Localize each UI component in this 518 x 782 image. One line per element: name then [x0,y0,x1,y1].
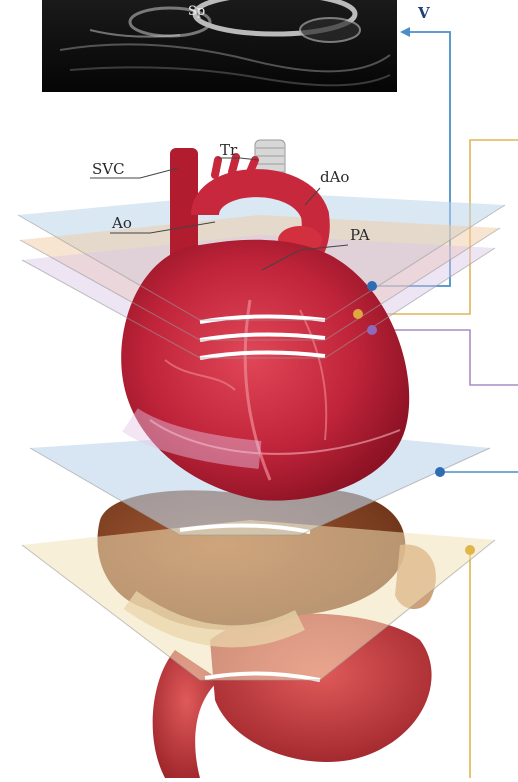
dot-yellow [465,545,475,555]
dot-blue-upper [367,281,377,291]
dot-blue-lower [435,467,445,477]
ao-label: Ao [112,214,132,232]
dot-orange [353,309,363,319]
dao-label: dAo [320,168,349,186]
spine-label: Sp [188,4,205,19]
dot-purple [367,325,377,335]
tr-label: Tr [220,141,237,159]
ultrasound-image [42,0,397,92]
pa-label: PA [350,226,370,244]
svc-label: SVC [92,160,125,178]
view-label: V [418,4,430,22]
